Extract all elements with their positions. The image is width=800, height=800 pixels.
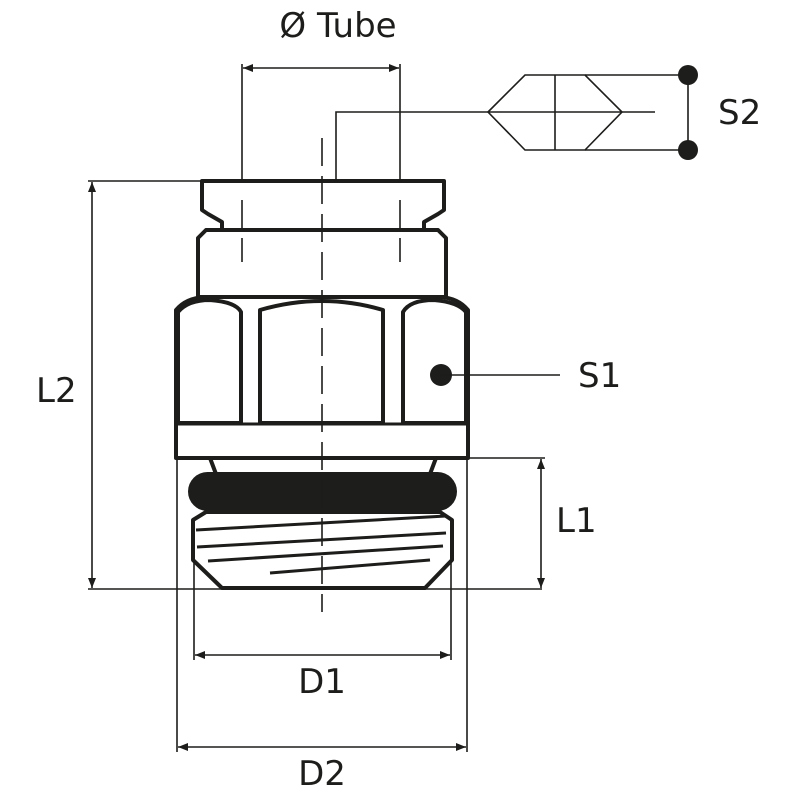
- hex-face-left: [176, 298, 243, 425]
- d1-dimension: D1: [193, 560, 452, 702]
- release-collet: [200, 179, 446, 232]
- neck: [208, 456, 438, 476]
- d2-label: D2: [298, 754, 346, 794]
- l2-label: L2: [36, 371, 77, 411]
- s2-label: S2: [718, 93, 761, 133]
- l1-label: L1: [556, 501, 597, 541]
- s2-dimension: S2: [335, 65, 761, 181]
- s1-dimension: S1: [430, 356, 621, 396]
- d1-label: D1: [298, 662, 346, 702]
- l2-dimension: L2: [36, 180, 542, 590]
- hex-face-right: [401, 298, 468, 425]
- s1-label: S1: [578, 356, 621, 396]
- hex-face-middle: [258, 299, 385, 425]
- l1-dimension: L1: [468, 457, 597, 588]
- d2-dimension: D2: [176, 458, 468, 794]
- tube-dimension: Ø Tube: [241, 6, 401, 181]
- tube-label: Ø Tube: [279, 6, 396, 46]
